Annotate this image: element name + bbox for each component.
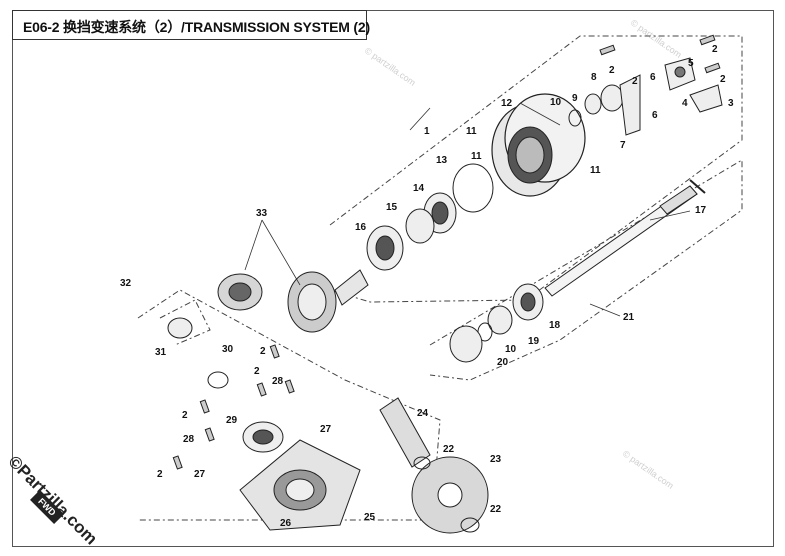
label-part-20: 20 [497,357,509,368]
label-part-21: 21 [623,312,635,323]
bolt-2f [199,399,210,414]
label-part-30: 30 [222,344,234,355]
label-part-3: 3 [728,98,734,109]
label-part-22-b: 22 [490,504,502,515]
label-part-28-b: 28 [183,434,195,445]
label-part-2-e: 2 [260,346,266,357]
watermark-bottom-right: © partzilla.com [621,448,676,490]
seal-31 [167,317,193,339]
label-part-7: 7 [620,140,626,151]
title-box: E06-2 换挡变速系统（2）/TRANSMISSION SYSTEM (2) [12,10,370,40]
label-part-33: 33 [256,208,268,219]
label-part-10-b: 10 [505,344,517,355]
label-part-19: 19 [528,336,540,347]
diagram-frame [12,10,774,547]
label-part-27-b: 27 [194,469,206,480]
ring-30 [207,371,229,389]
label-part-14: 14 [413,183,425,194]
seal-19 [487,305,513,335]
label-part-18: 18 [549,320,561,331]
label-part-12: 12 [501,98,513,109]
label-part-22-a: 22 [443,444,455,455]
gear-cover [239,439,361,531]
seal-9 [584,93,602,115]
ring-15 [405,208,435,244]
label-part-4: 4 [682,98,688,109]
label-part-26: 26 [280,518,292,529]
label-part-13: 13 [436,155,448,166]
label-part-27-a: 27 [320,424,332,435]
label-part-11-c: 11 [590,165,601,176]
bearing-16-inner [375,235,395,261]
bolt-28a [284,379,295,394]
label-part-9: 9 [572,93,578,104]
group-1-outline [329,35,743,303]
label-part-6-b: 6 [652,110,658,121]
pinion-shaft [379,397,431,468]
label-part-2-c: 2 [720,74,726,85]
label-part-2-h: 2 [157,469,163,480]
watermark-top: © partzilla.com [363,45,418,87]
label-part-2-a: 2 [609,65,615,76]
label-part-31: 31 [155,347,167,358]
shift-linkage [619,57,723,136]
bolt-2e [256,382,267,397]
bolt-2g [172,455,183,470]
circlip-22b [460,517,480,533]
label-part-15: 15 [386,202,398,213]
bearing-18-inner [520,292,536,312]
label-part-17: 17 [695,205,707,216]
bolt-28b [204,427,215,442]
label-part-5: 5 [688,58,694,69]
o-ring-13 [452,163,494,213]
circlip-22a [413,456,431,470]
label-part-28-a: 28 [272,376,284,387]
ring-10 [568,109,582,127]
label-part-6-a: 6 [650,72,656,83]
bolt-2b [699,34,716,46]
bolt-2a [599,44,616,56]
spur-gear-hub [437,482,463,508]
bolt-2c [704,62,721,74]
bevel-gear [217,269,369,333]
label-part-23: 23 [490,454,502,465]
transmission-housing [491,93,586,197]
label-part-29: 29 [226,415,238,426]
group-31-outline [159,299,211,346]
seal-20 [449,325,483,363]
label-part-2-b: 2 [712,44,718,55]
output-shaft [544,179,706,297]
bolt-2d [269,344,280,359]
label-part-1: 1 [424,126,430,137]
label-part-11-a: 11 [466,126,477,137]
label-part-2-g: 2 [182,410,188,421]
label-part-16: 16 [355,222,367,233]
bearing-14-inner [431,201,449,225]
page-title: E06-2 换挡变速系统（2）/TRANSMISSION SYSTEM (2) [23,19,370,35]
group-32-outline [137,289,441,521]
label-part-25: 25 [364,512,376,523]
label-part-11-b: 11 [471,151,482,162]
label-part-10-a: 10 [550,97,562,108]
label-part-2-d: 2 [632,76,638,87]
label-part-8: 8 [591,72,597,83]
bearing-8 [600,84,624,112]
label-part-32: 32 [120,278,132,289]
watermark-top-right: © partzilla.com [629,17,684,59]
label-part-24: 24 [417,408,429,419]
bearing-29-inner [252,429,274,445]
label-part-2-f: 2 [254,366,260,377]
